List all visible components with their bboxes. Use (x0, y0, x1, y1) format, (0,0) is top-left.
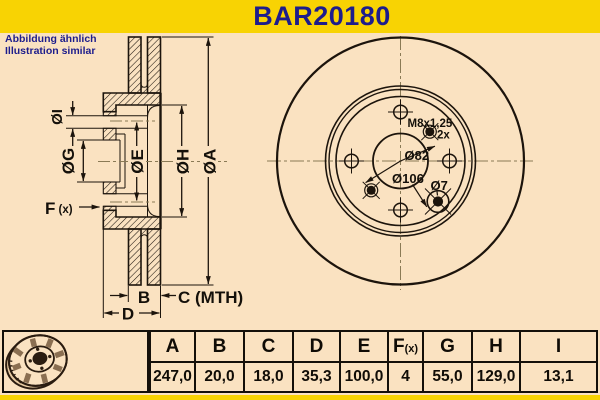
spec-header-g: G (422, 329, 473, 364)
technical-drawing: ØI ØG ØE ØH ØA F (x) B C (MTH) D (45, 36, 533, 324)
section-dimension-labels: ØI ØG ØE ØH ØA F (x) B C (MTH) D (45, 109, 243, 323)
dim-label-a: ØA (201, 149, 220, 175)
spec-header-f: F(x) (387, 329, 424, 364)
dim-label-f: F (45, 199, 55, 218)
similarity-note: Abbildung ähnlich Illustration similar (5, 33, 97, 57)
spec-value-d: 35,3 (292, 361, 341, 393)
wheel-bolt-holes (339, 99, 462, 223)
dim-label-c: C (MTH) (178, 288, 243, 307)
front-circles (275, 36, 526, 286)
thread-label: M8x1,25 (408, 118, 453, 130)
spec-header-f-suffix: (x) (404, 342, 419, 355)
spec-value-h: 129,0 (471, 361, 521, 393)
spec-header-c: C (243, 329, 294, 364)
note-line-de: Abbildung ähnlich (5, 33, 97, 45)
section-dimension-lines (70, 37, 211, 316)
dim-label-h: ØH (174, 149, 193, 175)
note-line-en: Illustration similar (5, 44, 96, 57)
dim-label-g: ØG (59, 148, 78, 174)
spec-value-c: 18,0 (243, 361, 294, 393)
dim-label-i: ØI (49, 109, 66, 125)
spec-header-i: I (519, 329, 598, 364)
front-labels: M8x1,25 2x Ø82 Ø106 Ø7 (392, 118, 453, 193)
spec-table: A B C D E F(x) G H I 247,0 20,0 18,0 35,… (149, 329, 598, 393)
spec-header-h: H (471, 329, 521, 364)
cross-section-view: ØI ØG ØE ØH ØA F (x) B C (MTH) D (45, 36, 243, 324)
spec-header-b: B (194, 329, 245, 364)
bottom-panel: A B C D E F(x) G H I 247,0 20,0 18,0 35,… (2, 329, 598, 393)
top-banner (0, 0, 600, 33)
spec-value-g: 55,0 (422, 361, 473, 393)
thread-holes-m8 (362, 122, 439, 200)
dim-label-e: ØE (128, 149, 147, 174)
spec-header-d: D (292, 329, 341, 364)
label-halos (128, 146, 218, 177)
spec-header-e: E (339, 329, 389, 364)
front-centerlines (267, 36, 533, 290)
spec-value-i: 13,1 (519, 361, 598, 393)
bottom-banner (0, 395, 600, 400)
spec-value-e: 100,0 (339, 361, 389, 393)
spec-value-row: 247,0 20,0 18,0 35,3 100,0 4 55,0 129,0 … (149, 361, 598, 393)
part-number-title: BAR20180 (253, 1, 391, 31)
thread-count-label: 2x (437, 130, 450, 142)
spec-header-a: A (149, 329, 196, 364)
pin-hole-7mm (424, 188, 452, 215)
brake-disc-thumbnail-icon (5, 334, 68, 390)
spec-value-b: 20,0 (194, 361, 245, 393)
dim-label-f-suffix: (x) (59, 204, 73, 216)
spec-header-row: A B C D E F(x) G H I (149, 329, 598, 364)
front-view: M8x1,25 2x Ø82 Ø106 Ø7 (267, 36, 533, 290)
bore-diameter-label: Ø82 (405, 148, 430, 163)
spec-value-a: 247,0 (149, 361, 196, 393)
dim-label-d: D (122, 305, 134, 324)
section-extension-lines (102, 36, 214, 318)
disc-thumbnail-box (2, 330, 149, 393)
bolt-circle-diameter-label: Ø106 (392, 171, 424, 186)
small-hole-diameter-label: Ø7 (431, 178, 448, 193)
front-leader-lines (365, 145, 439, 208)
dim-label-b: B (138, 288, 150, 307)
spec-value-f: 4 (387, 361, 424, 393)
